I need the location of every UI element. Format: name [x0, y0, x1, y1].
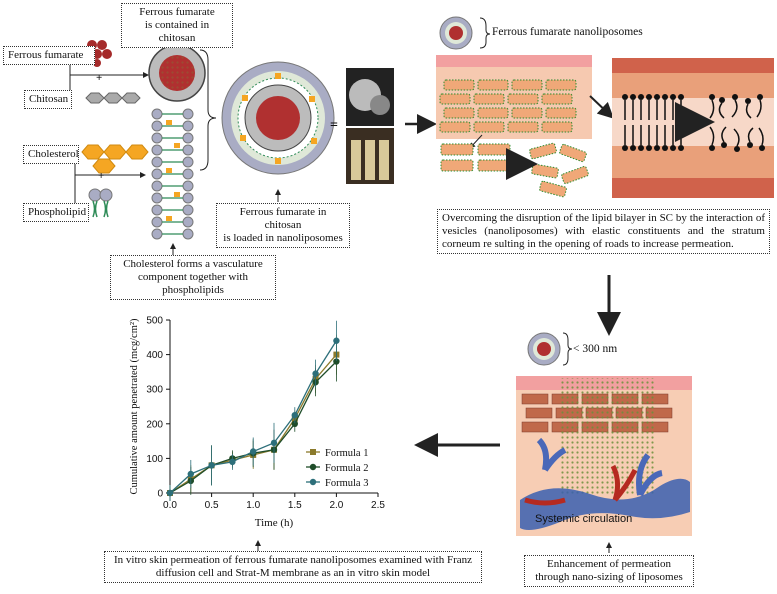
- cholesterol-icon: [81, 144, 149, 174]
- y-tick-label: 0: [157, 489, 163, 500]
- x-tick-label: 2.5: [371, 500, 385, 511]
- data-point: [229, 458, 236, 466]
- data-point: [166, 489, 174, 497]
- label-cholesterol: Cholesterol: [23, 145, 79, 164]
- label-ff-nanoliposomes: Ferrous fumarate nanoliposomes: [492, 26, 643, 38]
- y-tick-label: 200: [146, 419, 163, 430]
- y-tick-label: 300: [146, 385, 163, 396]
- phospholipid-icon: [88, 188, 113, 218]
- vial-photo: [346, 128, 394, 184]
- label-ff-loaded: Ferrous fumarate in chitosan is loaded i…: [216, 203, 350, 248]
- equals-sign: =: [330, 118, 338, 133]
- x-axis-label: Time (h): [255, 517, 294, 529]
- label-enhancement: Enhancement of permeation through nano-s…: [524, 555, 694, 587]
- nanoliposome-large: [221, 61, 335, 175]
- chitosan-icon: [85, 92, 141, 104]
- nanoliposome-sized: [527, 332, 561, 366]
- lipid-bilayer-zoom: [612, 58, 774, 198]
- label-ferrous-fumarate: Ferrous fumarate: [3, 46, 95, 65]
- data-point: [291, 411, 298, 419]
- label-phospholipid: Phospholipid: [23, 203, 89, 222]
- label-chitosan: Chitosan: [24, 90, 72, 109]
- y-axis-label: Cumulative amount penetrated (mcg/cm²): [129, 318, 140, 495]
- y-tick-label: 100: [146, 454, 163, 465]
- data-point: [270, 439, 278, 447]
- nanoliposome-small: [439, 16, 473, 50]
- label-systemic-circulation: Systemic circulation: [535, 513, 633, 525]
- label-vasculature: Cholesterol forms a vasculature componen…: [110, 255, 276, 300]
- x-tick-label: 1.5: [288, 500, 302, 511]
- data-point: [250, 448, 257, 455]
- x-tick-label: 1.0: [246, 500, 260, 511]
- x-tick-label: 2.0: [329, 500, 343, 511]
- legend-label: Formula 2: [325, 463, 368, 474]
- data-point: [312, 370, 319, 377]
- label-size: < 300 nm: [573, 343, 618, 355]
- x-tick-label: 0.5: [205, 500, 219, 511]
- y-tick-label: 400: [146, 350, 163, 361]
- data-point: [187, 470, 194, 478]
- label-overcoming: Overcoming the disruption of the lipid b…: [437, 209, 770, 254]
- legend-label: Formula 3: [325, 478, 368, 489]
- data-point: [291, 420, 298, 427]
- data-point: [208, 462, 215, 469]
- skin-cross-section: [516, 376, 692, 536]
- label-ff-in-chitosan: Ferrous fumarate is contained in chitosa…: [121, 3, 233, 48]
- chitosan-sphere: [148, 44, 206, 102]
- data-point: [333, 358, 340, 365]
- plus-sign-1: +: [96, 72, 103, 84]
- data-point: [333, 337, 340, 344]
- series-line-3: [169, 340, 337, 494]
- legend-label: Formula 1: [325, 448, 368, 459]
- legend-marker: [309, 463, 317, 471]
- legend-marker: [309, 478, 317, 486]
- y-tick-label: 500: [146, 316, 163, 327]
- stratum-corneum-panel: [436, 55, 592, 198]
- plus-sign-2: +: [98, 170, 105, 182]
- tem-micrograph: [346, 68, 394, 126]
- bilayer-column: [151, 108, 194, 240]
- legend-marker: [310, 449, 316, 455]
- x-tick-label: 0.0: [163, 500, 177, 511]
- label-invitro: In vitro skin permeation of ferrous fuma…: [104, 551, 482, 583]
